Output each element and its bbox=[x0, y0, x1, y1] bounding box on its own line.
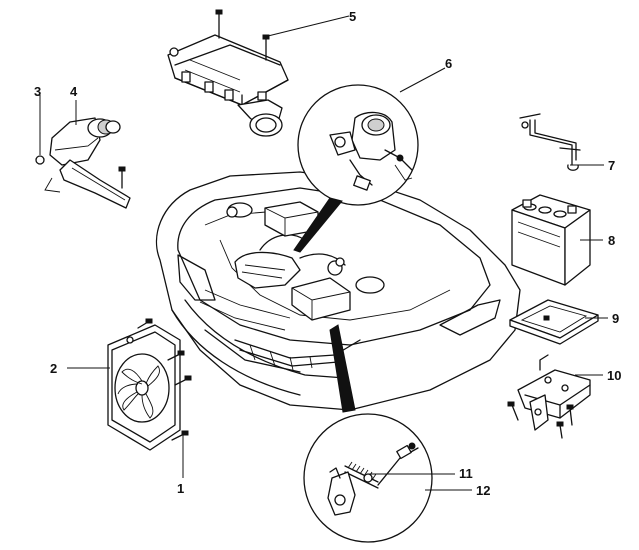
accelerator-cable-detail bbox=[303, 413, 433, 543]
callout-1: 1 bbox=[177, 481, 184, 496]
leader-lines bbox=[39, 15, 608, 491]
callout-12: 12 bbox=[476, 483, 490, 498]
callout-labels: 1 2 3 4 5 6 7 8 9 10 11 12 bbox=[34, 9, 621, 498]
callout-7: 7 bbox=[608, 158, 615, 173]
throttle-body-detail bbox=[297, 84, 419, 206]
battery-hold-down bbox=[519, 113, 581, 171]
callout-3: 3 bbox=[34, 84, 41, 99]
detail-wedge-cable bbox=[329, 324, 356, 413]
callout-4: 4 bbox=[70, 84, 78, 99]
detail-wedge-throttle bbox=[293, 197, 343, 253]
callout-9: 9 bbox=[612, 311, 619, 326]
callout-11: 11 bbox=[459, 466, 473, 481]
car-front-body bbox=[155, 171, 521, 411]
battery-tray bbox=[509, 299, 599, 345]
callout-5: 5 bbox=[349, 9, 356, 24]
callout-10: 10 bbox=[607, 368, 621, 383]
intake-resonator bbox=[35, 117, 131, 209]
callout-6: 6 bbox=[445, 56, 452, 71]
callout-2: 2 bbox=[50, 361, 57, 376]
callout-8: 8 bbox=[608, 233, 615, 248]
radiator-fan-assembly bbox=[107, 318, 192, 451]
air-cleaner-housing bbox=[167, 9, 289, 137]
battery bbox=[511, 194, 591, 286]
battery-bracket bbox=[507, 354, 591, 439]
